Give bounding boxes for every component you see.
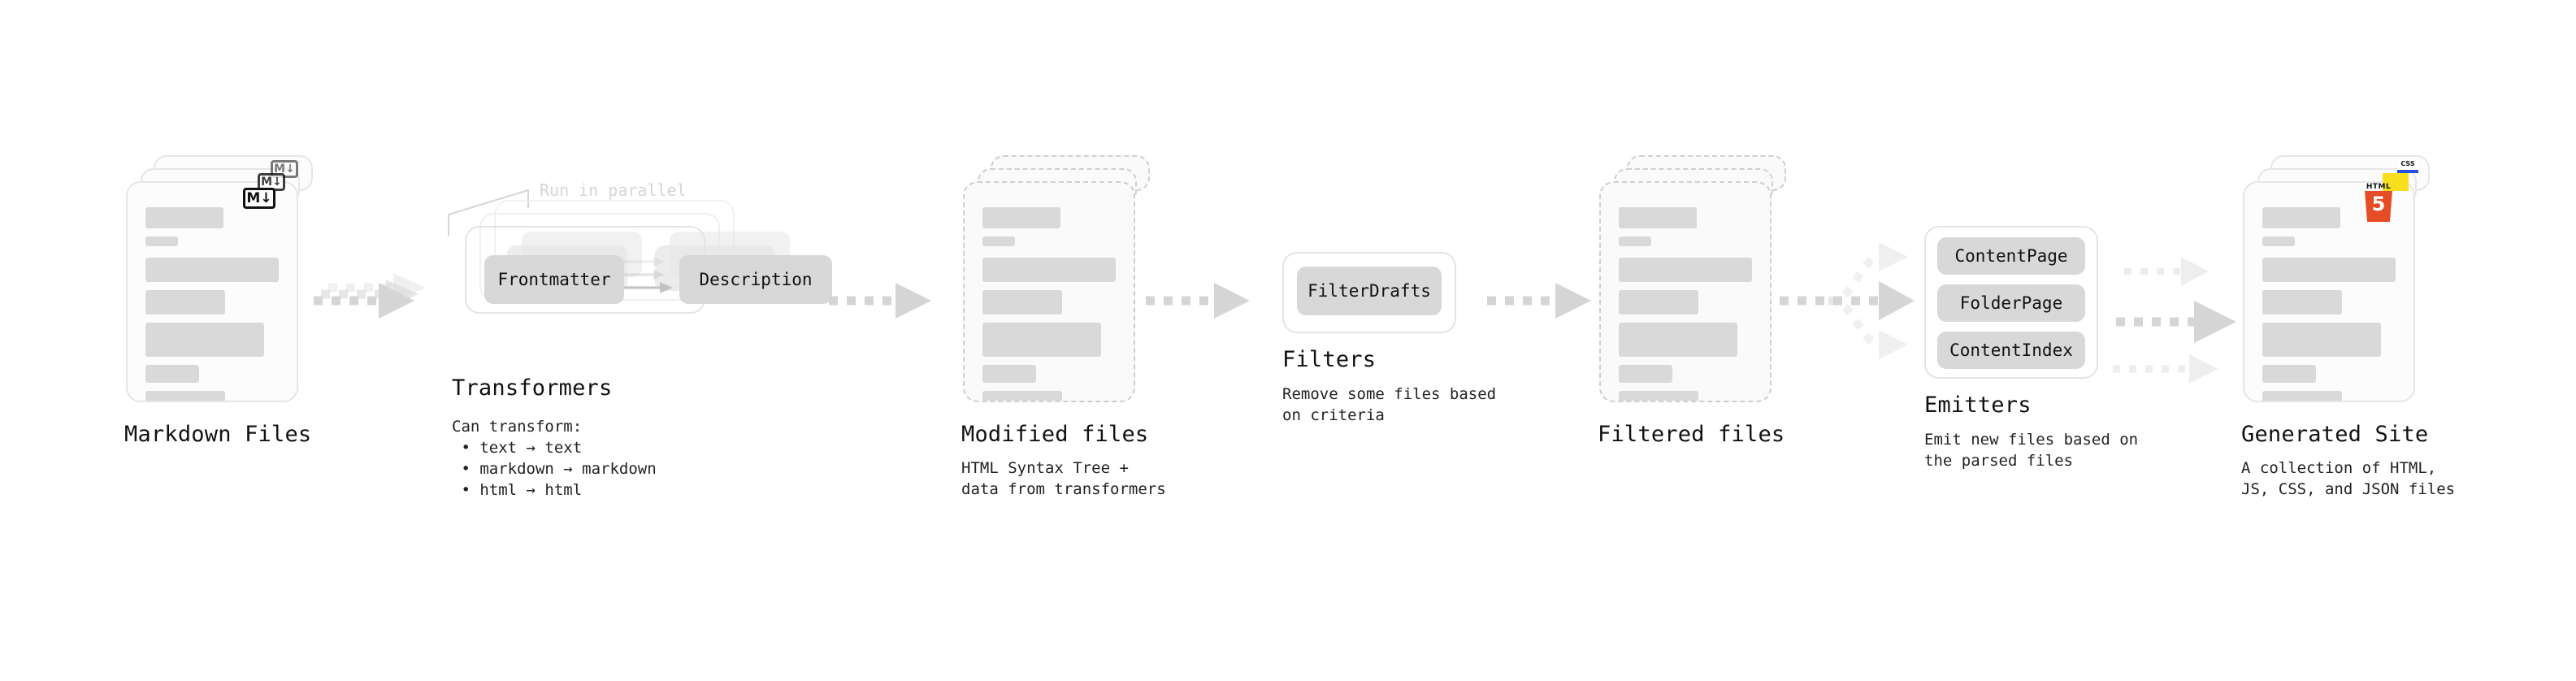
transformer-inner-arrows — [619, 257, 673, 293]
site-card-front — [2243, 181, 2415, 402]
skeleton-line — [145, 236, 178, 246]
html5-shield-icon: 5 — [2365, 191, 2392, 222]
skeleton-line — [1619, 236, 1651, 246]
stage-caption-transformers: Transformers — [452, 375, 613, 401]
skeleton-line — [145, 207, 223, 228]
markdown-badge: M↓ — [243, 188, 275, 209]
skeleton-line — [2262, 391, 2342, 401]
skeleton-line — [145, 365, 199, 383]
skeleton-line — [982, 323, 1101, 357]
skeleton-line — [1619, 290, 1698, 314]
skeleton-line — [2262, 290, 2342, 314]
javascript-badge — [2383, 173, 2409, 191]
skeleton-line — [982, 236, 1015, 246]
skeleton-line — [2262, 258, 2396, 282]
arrow-markdown-to-transformers — [314, 273, 426, 319]
stage-subcaption-transformers: Can transform: • text → text • markdown … — [452, 418, 657, 499]
html5-badge: HTML 5 — [2365, 183, 2392, 222]
skeleton-line — [2262, 323, 2381, 357]
skeleton-line — [1619, 207, 1697, 228]
css3-badge: CSS — [2397, 160, 2418, 175]
arrow-filters-to-filtered — [1487, 283, 1591, 319]
skeleton-line — [145, 290, 225, 314]
html5-badge-word: HTML — [2366, 183, 2392, 191]
filter-pill-filterdrafts[interactable]: FilterDrafts — [1297, 267, 1442, 315]
filtered-card-front — [1599, 181, 1772, 402]
skeleton-line — [2262, 365, 2316, 383]
stage-caption-generated-site: Generated Site — [2241, 422, 2429, 447]
skeleton-line — [982, 258, 1116, 282]
stage-subcaption-filters: Remove some files based on criteria — [1282, 385, 1497, 424]
stage-subcaption-modified-files: HTML Syntax Tree + data from transformer… — [961, 459, 1166, 498]
arrow-transformers-to-modified — [829, 283, 931, 319]
emitter-pill-contentpage[interactable]: ContentPage — [1937, 237, 2085, 275]
arrow-modified-to-filters — [1146, 283, 1250, 319]
stage-caption-modified-files: Modified files — [961, 422, 1149, 447]
skeleton-line — [1619, 391, 1698, 401]
skeleton-line — [2262, 207, 2340, 228]
markdown-card-front — [126, 181, 298, 402]
emitter-pill-folderpage[interactable]: FolderPage — [1937, 284, 2085, 322]
skeleton-line — [1619, 258, 1752, 282]
skeleton-line — [145, 258, 279, 282]
skeleton-line — [145, 323, 264, 357]
skeleton-line — [1619, 323, 1737, 357]
skeleton-line — [1619, 365, 1672, 383]
parallel-bracket-icon — [448, 189, 529, 236]
stage-subcaption-emitters: Emit new files based on the parsed files — [1924, 431, 2139, 470]
modified-card-front — [963, 181, 1135, 402]
stage-caption-emitters: Emitters — [1924, 393, 2032, 418]
skeleton-line — [145, 391, 225, 401]
stage-caption-markdown-files: Markdown Files — [124, 422, 312, 447]
stage-subcaption-generated-site: A collection of HTML, JS, CSS, and JSON … — [2241, 459, 2456, 498]
skeleton-line — [982, 290, 1062, 314]
stage-caption-filters: Filters — [1282, 347, 1377, 372]
stage-caption-filtered-files: Filtered files — [1598, 422, 1785, 447]
transformer-pill-frontmatter[interactable]: Frontmatter — [484, 255, 624, 304]
run-in-parallel-label: Run in parallel — [540, 180, 687, 200]
skeleton-line — [982, 207, 1060, 228]
arrow-emitters-to-site — [2113, 257, 2236, 384]
arrow-filtered-to-emitters-fanout — [1780, 242, 1915, 359]
skeleton-line — [2262, 236, 2295, 246]
skeleton-line — [982, 365, 1036, 383]
transformer-pill-description[interactable]: Description — [679, 255, 832, 304]
emitter-pill-contentindex[interactable]: ContentIndex — [1937, 332, 2085, 369]
skeleton-line — [982, 391, 1062, 401]
